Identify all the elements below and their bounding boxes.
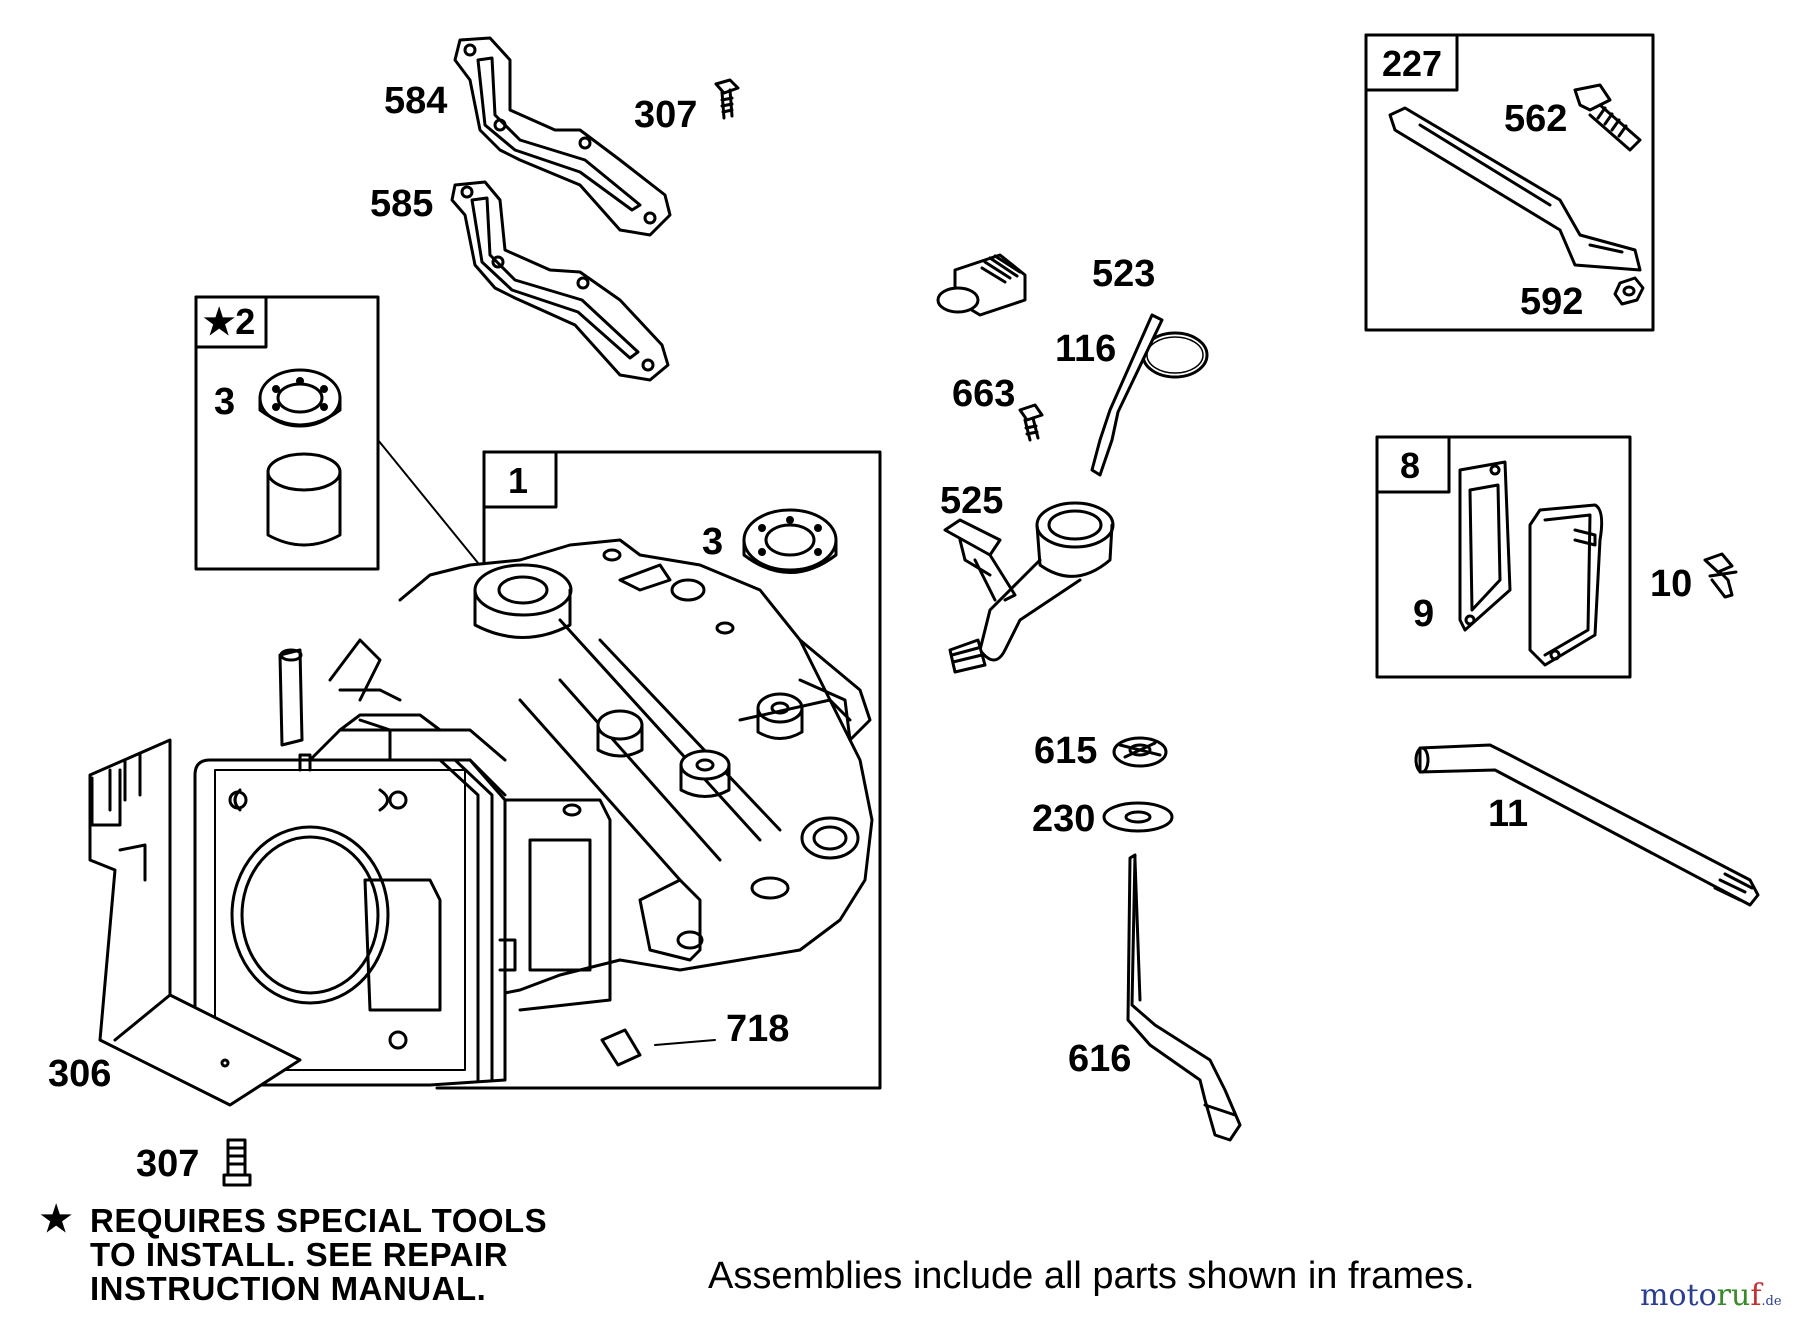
gasket-585-drawing	[450, 180, 670, 382]
part-label-3: 3	[702, 521, 724, 563]
part-label-525: 525	[940, 480, 1004, 522]
watermark-logo: motoruf.de	[1640, 1278, 1782, 1313]
screw-663-drawing	[1018, 403, 1044, 442]
part-label-718: 718	[726, 1008, 790, 1050]
part-label-116: 116	[1055, 328, 1117, 370]
frame-label-227: 227	[1382, 43, 1443, 84]
part-label-585: 585	[370, 183, 434, 225]
frame-227-drawing	[1364, 33, 1655, 332]
watermark-part-2: ru	[1716, 1278, 1751, 1313]
note-line-3: INSTRUCTION MANUAL.	[90, 1270, 487, 1307]
air-guide-306-drawing	[88, 738, 302, 1107]
governor-shaft-616-drawing	[1126, 853, 1242, 1142]
part-label-3: 3	[214, 381, 236, 423]
bolt-10-drawing	[1703, 552, 1738, 599]
watermark-part-1: moto	[1640, 1278, 1717, 1313]
star-icon: ★	[40, 1198, 73, 1239]
part-label-663: 663	[952, 373, 1016, 415]
part-label-11: 11	[1488, 793, 1529, 835]
cylinder-block-drawing	[193, 538, 874, 1087]
oil-cap-523-drawing	[936, 253, 1027, 317]
part-label-230: 230	[1032, 798, 1096, 840]
washer-230-drawing	[1102, 801, 1174, 833]
note-line-1: REQUIRES SPECIAL TOOLS	[90, 1202, 548, 1239]
bushing-615-drawing	[1112, 736, 1168, 768]
frame-label-1: 1	[508, 460, 529, 501]
frame-label-8: 8	[1400, 445, 1421, 486]
frame-label-2: ★2	[203, 301, 256, 342]
part-label-592: 592	[1520, 281, 1584, 323]
part-label-307: 307	[634, 94, 698, 136]
watermark-tld: .de	[1761, 1294, 1782, 1309]
dipstick-tube-525-drawing	[943, 501, 1115, 674]
part-label-615: 615	[1034, 730, 1098, 772]
part-label-562: 562	[1504, 98, 1568, 140]
frames-caption: Assemblies include all parts shown in fr…	[708, 1255, 1475, 1297]
note-line-2: TO INSTALL. SEE REPAIR	[90, 1236, 509, 1273]
bolt-307-top-drawing	[714, 78, 740, 120]
tube-11-drawing	[1414, 743, 1760, 907]
part-label-10: 10	[1650, 563, 1693, 605]
seal-3-drawing	[742, 508, 838, 574]
part-label-307: 307	[136, 1143, 200, 1185]
part-label-523: 523	[1092, 253, 1156, 295]
dipstick-drawing	[1090, 313, 1164, 477]
part-label-584: 584	[384, 80, 448, 122]
part-label-306: 306	[48, 1053, 112, 1095]
gasket-584-drawing	[453, 36, 672, 237]
frame-2-drawing	[194, 295, 501, 591]
watermark-part-3: f	[1750, 1278, 1762, 1313]
part-label-616: 616	[1068, 1038, 1132, 1080]
bolt-307-bottom-drawing	[222, 1138, 252, 1187]
frame-8-drawing	[1375, 435, 1632, 679]
part-label-9: 9	[1413, 593, 1435, 635]
